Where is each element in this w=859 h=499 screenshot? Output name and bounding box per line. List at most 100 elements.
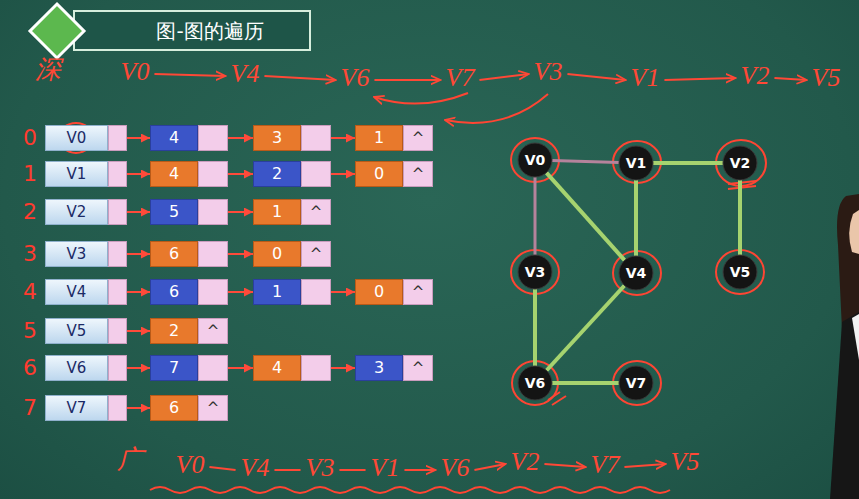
title-text: 图-图的遍历 [156,20,263,43]
graph-vertex: V7 [618,365,654,401]
graph-edge [533,289,537,366]
vertex-name: V2 [730,156,751,170]
pointer-field: ^ [403,279,433,305]
pointer-arrow [331,173,355,175]
data-field: V6 [45,355,108,381]
teacher-figure [830,194,859,499]
pointer-field: ^ [198,318,228,344]
adjvex-field: 3 [253,125,301,151]
pointer-field: ^ [403,161,433,187]
hand-scribbles [150,93,756,493]
row-index: 2 [23,199,37,224]
vertex-head-box: V7 [45,395,127,421]
graph-vertex: V1 [618,145,654,181]
null-pointer: ^ [310,205,323,220]
vertex-head-box: V2 [45,199,127,225]
handwritten-note: V3 [534,57,563,87]
vertex-name: V1 [626,156,647,170]
row-index: 1 [23,161,37,186]
title-frame [74,11,310,50]
vertex-head-box: V4 [45,279,127,305]
graph-vertex: V2 [722,145,758,181]
vertex-disc [518,143,552,177]
pointer-field: ^ [198,395,228,421]
edge-list-node: 2^ [150,318,228,344]
vertex-head-box: V0 [45,125,127,151]
handwritten-note: V0 [121,57,150,87]
row-index: 4 [23,279,37,304]
pointer-field [108,279,127,305]
vertex-name: V6 [67,361,87,376]
hand-circle [511,250,559,294]
pointer-field [108,125,127,151]
pointer-arrow [331,137,355,139]
vertex-disc [723,255,757,289]
pointer-field [108,241,127,267]
hand-arrow [154,74,225,76]
handwritten-note: V3 [306,453,335,483]
adjvex-index: 4 [169,130,179,146]
graph-edge [552,381,619,385]
handwritten-note: 广 [117,445,143,475]
adjvex-index: 0 [374,284,384,300]
pointer-arrow [127,367,150,369]
pointer-field: ^ [301,199,331,225]
adjvex-field: 4 [150,161,198,187]
hand-wave [150,487,670,493]
sequence-arrows [154,74,806,470]
handwritten-note: V2 [511,447,540,477]
edge-list-node: 6 [150,241,228,267]
hand-arrow [374,79,440,81]
hand-arrow [664,78,735,80]
handwritten-note: V4 [231,59,260,89]
vertex-name: V4 [67,285,87,300]
graph-edge [634,180,638,256]
data-field: V0 [45,125,108,151]
graph-edge [546,173,624,261]
teacher-hair [837,194,859,330]
vertex-name: V7 [67,401,87,416]
vertex-name: V5 [730,265,751,279]
handwritten-note: V6 [441,453,470,483]
vertex-name: V7 [626,376,647,390]
edge-list-node: 0^ [253,241,331,267]
handwritten-note: V7 [591,450,620,480]
graph-vertex: V4 [618,255,654,291]
vertex-head-box: V3 [45,241,127,267]
hand-mark [548,392,566,405]
adjvex-field: 2 [150,318,198,344]
null-pointer: ^ [207,324,220,339]
adjvex-index: 2 [272,166,282,182]
edge-list-node: 1 [253,279,331,305]
edge-list-node: 4 [253,355,331,381]
hand-circle [716,250,764,294]
null-pointer: ^ [412,167,425,182]
adjvex-index: 2 [169,323,179,339]
pointer-field [301,279,331,305]
teacher-jacket [830,312,859,499]
adjvex-index: 3 [374,360,384,376]
null-pointer: ^ [412,131,425,146]
hand-circle [716,140,766,186]
pointer-field [108,395,127,421]
vertex-name: V2 [67,205,87,220]
adjvex-field: 6 [150,241,198,267]
adjvex-field: 7 [150,355,198,381]
pointer-field [108,355,127,381]
handwritten-note: V7 [446,63,475,93]
hand-arrow [567,74,625,80]
adjvex-index: 6 [169,284,179,300]
pointer-arrow [228,291,253,293]
adjvex-field: 1 [253,279,301,305]
pointer-arrow [127,330,150,332]
adjvex-index: 1 [272,204,282,220]
adjvex-field: 4 [253,355,301,381]
adjvex-index: 6 [169,246,179,262]
adjvex-field: 5 [150,199,198,225]
adjvex-field: 6 [150,279,198,305]
data-field: V7 [45,395,108,421]
vertex-name: V0 [525,153,546,167]
data-field: V4 [45,279,108,305]
pointer-arrow [331,367,355,369]
